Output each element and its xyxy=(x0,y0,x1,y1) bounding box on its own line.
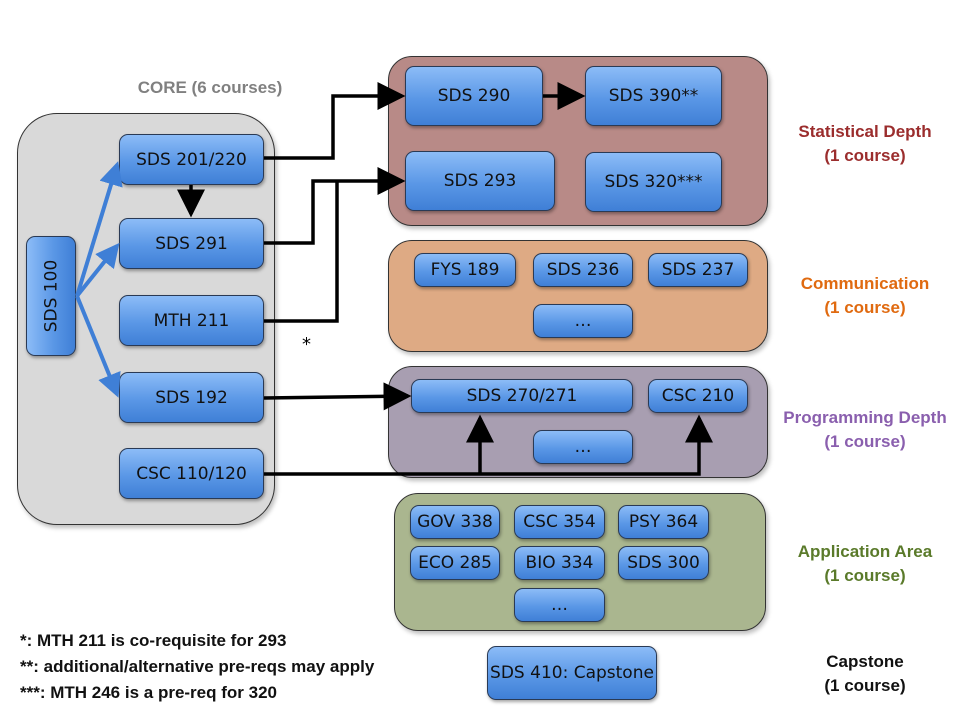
course-sds-293[interactable]: SDS 293 xyxy=(405,151,555,211)
footnote-3: ***: MTH 246 is a pre-req for 320 xyxy=(20,683,277,702)
application-area-label: Application Area (1 course) xyxy=(797,542,933,585)
course-application-more[interactable]: … xyxy=(514,588,605,622)
course-sds-410-capstone[interactable]: SDS 410: Capstone xyxy=(487,646,657,700)
arrow-sds291-to-sds293 xyxy=(264,167,406,245)
course-gov-338[interactable]: GOV 338 xyxy=(410,505,500,539)
course-communication-more[interactable]: … xyxy=(533,304,633,338)
statistical-depth-label: Statistical Depth (1 course) xyxy=(798,122,932,165)
course-sds-300[interactable]: SDS 300 xyxy=(618,546,709,580)
course-sds-320[interactable]: SDS 320*** xyxy=(585,152,722,212)
course-csc-354[interactable]: CSC 354 xyxy=(514,505,605,539)
course-sds-192[interactable]: SDS 192 xyxy=(119,372,264,423)
course-sds-236[interactable]: SDS 236 xyxy=(533,253,633,287)
footnote-2: **: additional/alternative pre-reqs may … xyxy=(20,657,375,676)
course-sds-291[interactable]: SDS 291 xyxy=(119,218,264,269)
footnote-1: *: MTH 211 is co-requisite for 293 xyxy=(20,631,287,650)
course-bio-334[interactable]: BIO 334 xyxy=(514,546,605,580)
footnotes: *: MTH 211 is co-requisite for 293 **: a… xyxy=(20,628,374,706)
programming-depth-label: Programming Depth (1 course) xyxy=(783,408,947,451)
course-csc-210[interactable]: CSC 210 xyxy=(648,379,748,413)
arrow-sds192-to-sds270 xyxy=(263,382,412,411)
communication-label: Communication (1 course) xyxy=(800,274,930,317)
capstone-label: Capstone (1 course) xyxy=(824,652,906,695)
core-title: CORE (6 courses) xyxy=(137,78,283,97)
course-eco-285[interactable]: ECO 285 xyxy=(410,546,500,580)
co-requisite-asterisk: * xyxy=(302,334,311,355)
course-programming-more[interactable]: … xyxy=(533,430,633,464)
course-mth-211[interactable]: MTH 211 xyxy=(119,295,264,346)
course-sds-237[interactable]: SDS 237 xyxy=(648,253,748,287)
course-sds-390[interactable]: SDS 390** xyxy=(585,66,722,126)
course-sds-290[interactable]: SDS 290 xyxy=(405,66,543,126)
course-csc-110-120[interactable]: CSC 110/120 xyxy=(119,448,264,499)
course-sds-100[interactable]: SDS 100 xyxy=(26,236,76,356)
course-sds-201-220[interactable]: SDS 201/220 xyxy=(119,134,264,185)
course-sds-270-271[interactable]: SDS 270/271 xyxy=(411,379,633,413)
course-psy-364[interactable]: PSY 364 xyxy=(618,505,709,539)
course-fys-189[interactable]: FYS 189 xyxy=(414,253,516,287)
arrow-sds201-to-sds290 xyxy=(264,82,406,160)
